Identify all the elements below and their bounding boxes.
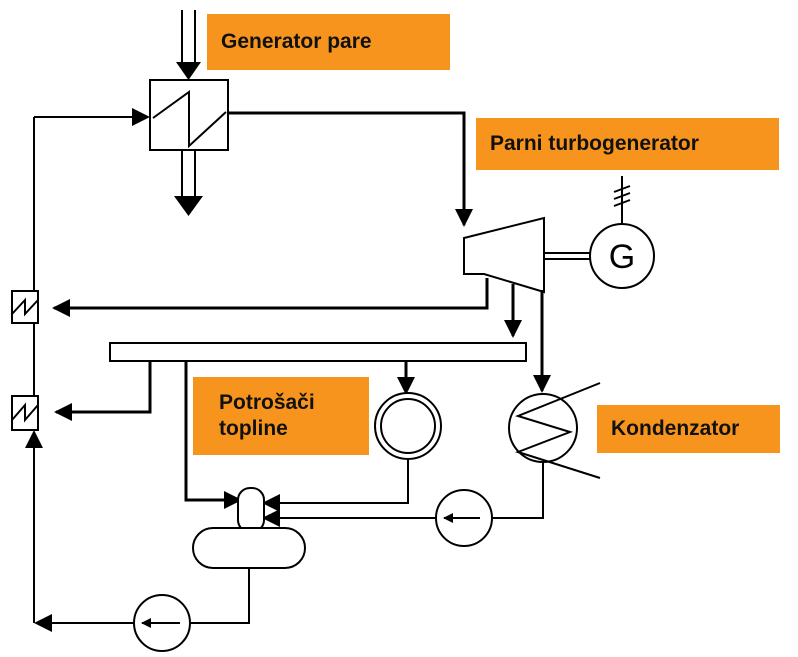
- tank-outlet-line: [190, 568, 250, 624]
- condenser: [508, 382, 601, 479]
- feed-pump: [133, 594, 191, 652]
- condenser-label-text: Kondenzator: [611, 417, 740, 440]
- heat-consumers-label: Potrošači topline: [193, 377, 369, 455]
- condensate-line: [492, 462, 544, 519]
- generator-symbol-text: G: [609, 238, 635, 276]
- fuel-input-arrow: [176, 10, 201, 80]
- header-to-lower-preheater: [54, 361, 152, 421]
- condensate-pump: [435, 489, 493, 547]
- steam-generator-label-text: Generator pare: [221, 30, 372, 53]
- electric-generator: G: [589, 176, 655, 289]
- steam-header: [109, 342, 527, 362]
- turbine-generator-shaft: [544, 252, 591, 260]
- heat-consumers-label-line1: Potrošači: [219, 391, 315, 414]
- steam-generator-label: Generator pare: [207, 14, 450, 70]
- main-steam-line: [228, 111, 473, 227]
- consumer-return-line: [262, 459, 409, 512]
- preheater-upper: [11, 290, 39, 324]
- flue-gas-output-arrow: [174, 150, 203, 216]
- preheater-lower: [11, 395, 39, 431]
- header-to-deaerator-line: [184, 361, 242, 509]
- extraction-line-hp: [52, 278, 489, 317]
- steam-generator-heat-exchanger: [149, 79, 229, 151]
- condenser-label: Kondenzator: [597, 405, 780, 453]
- steam-turbogenerator-label-text: Parni turbogenerator: [490, 132, 699, 155]
- deaerator-feedwater-tank: [192, 487, 306, 569]
- steam-turbogenerator-label: Parni turbogenerator: [476, 118, 779, 170]
- steam-turbine: [463, 216, 545, 294]
- heat-consumers-label-line2: topline: [219, 417, 288, 440]
- heat-consumer: [374, 392, 442, 460]
